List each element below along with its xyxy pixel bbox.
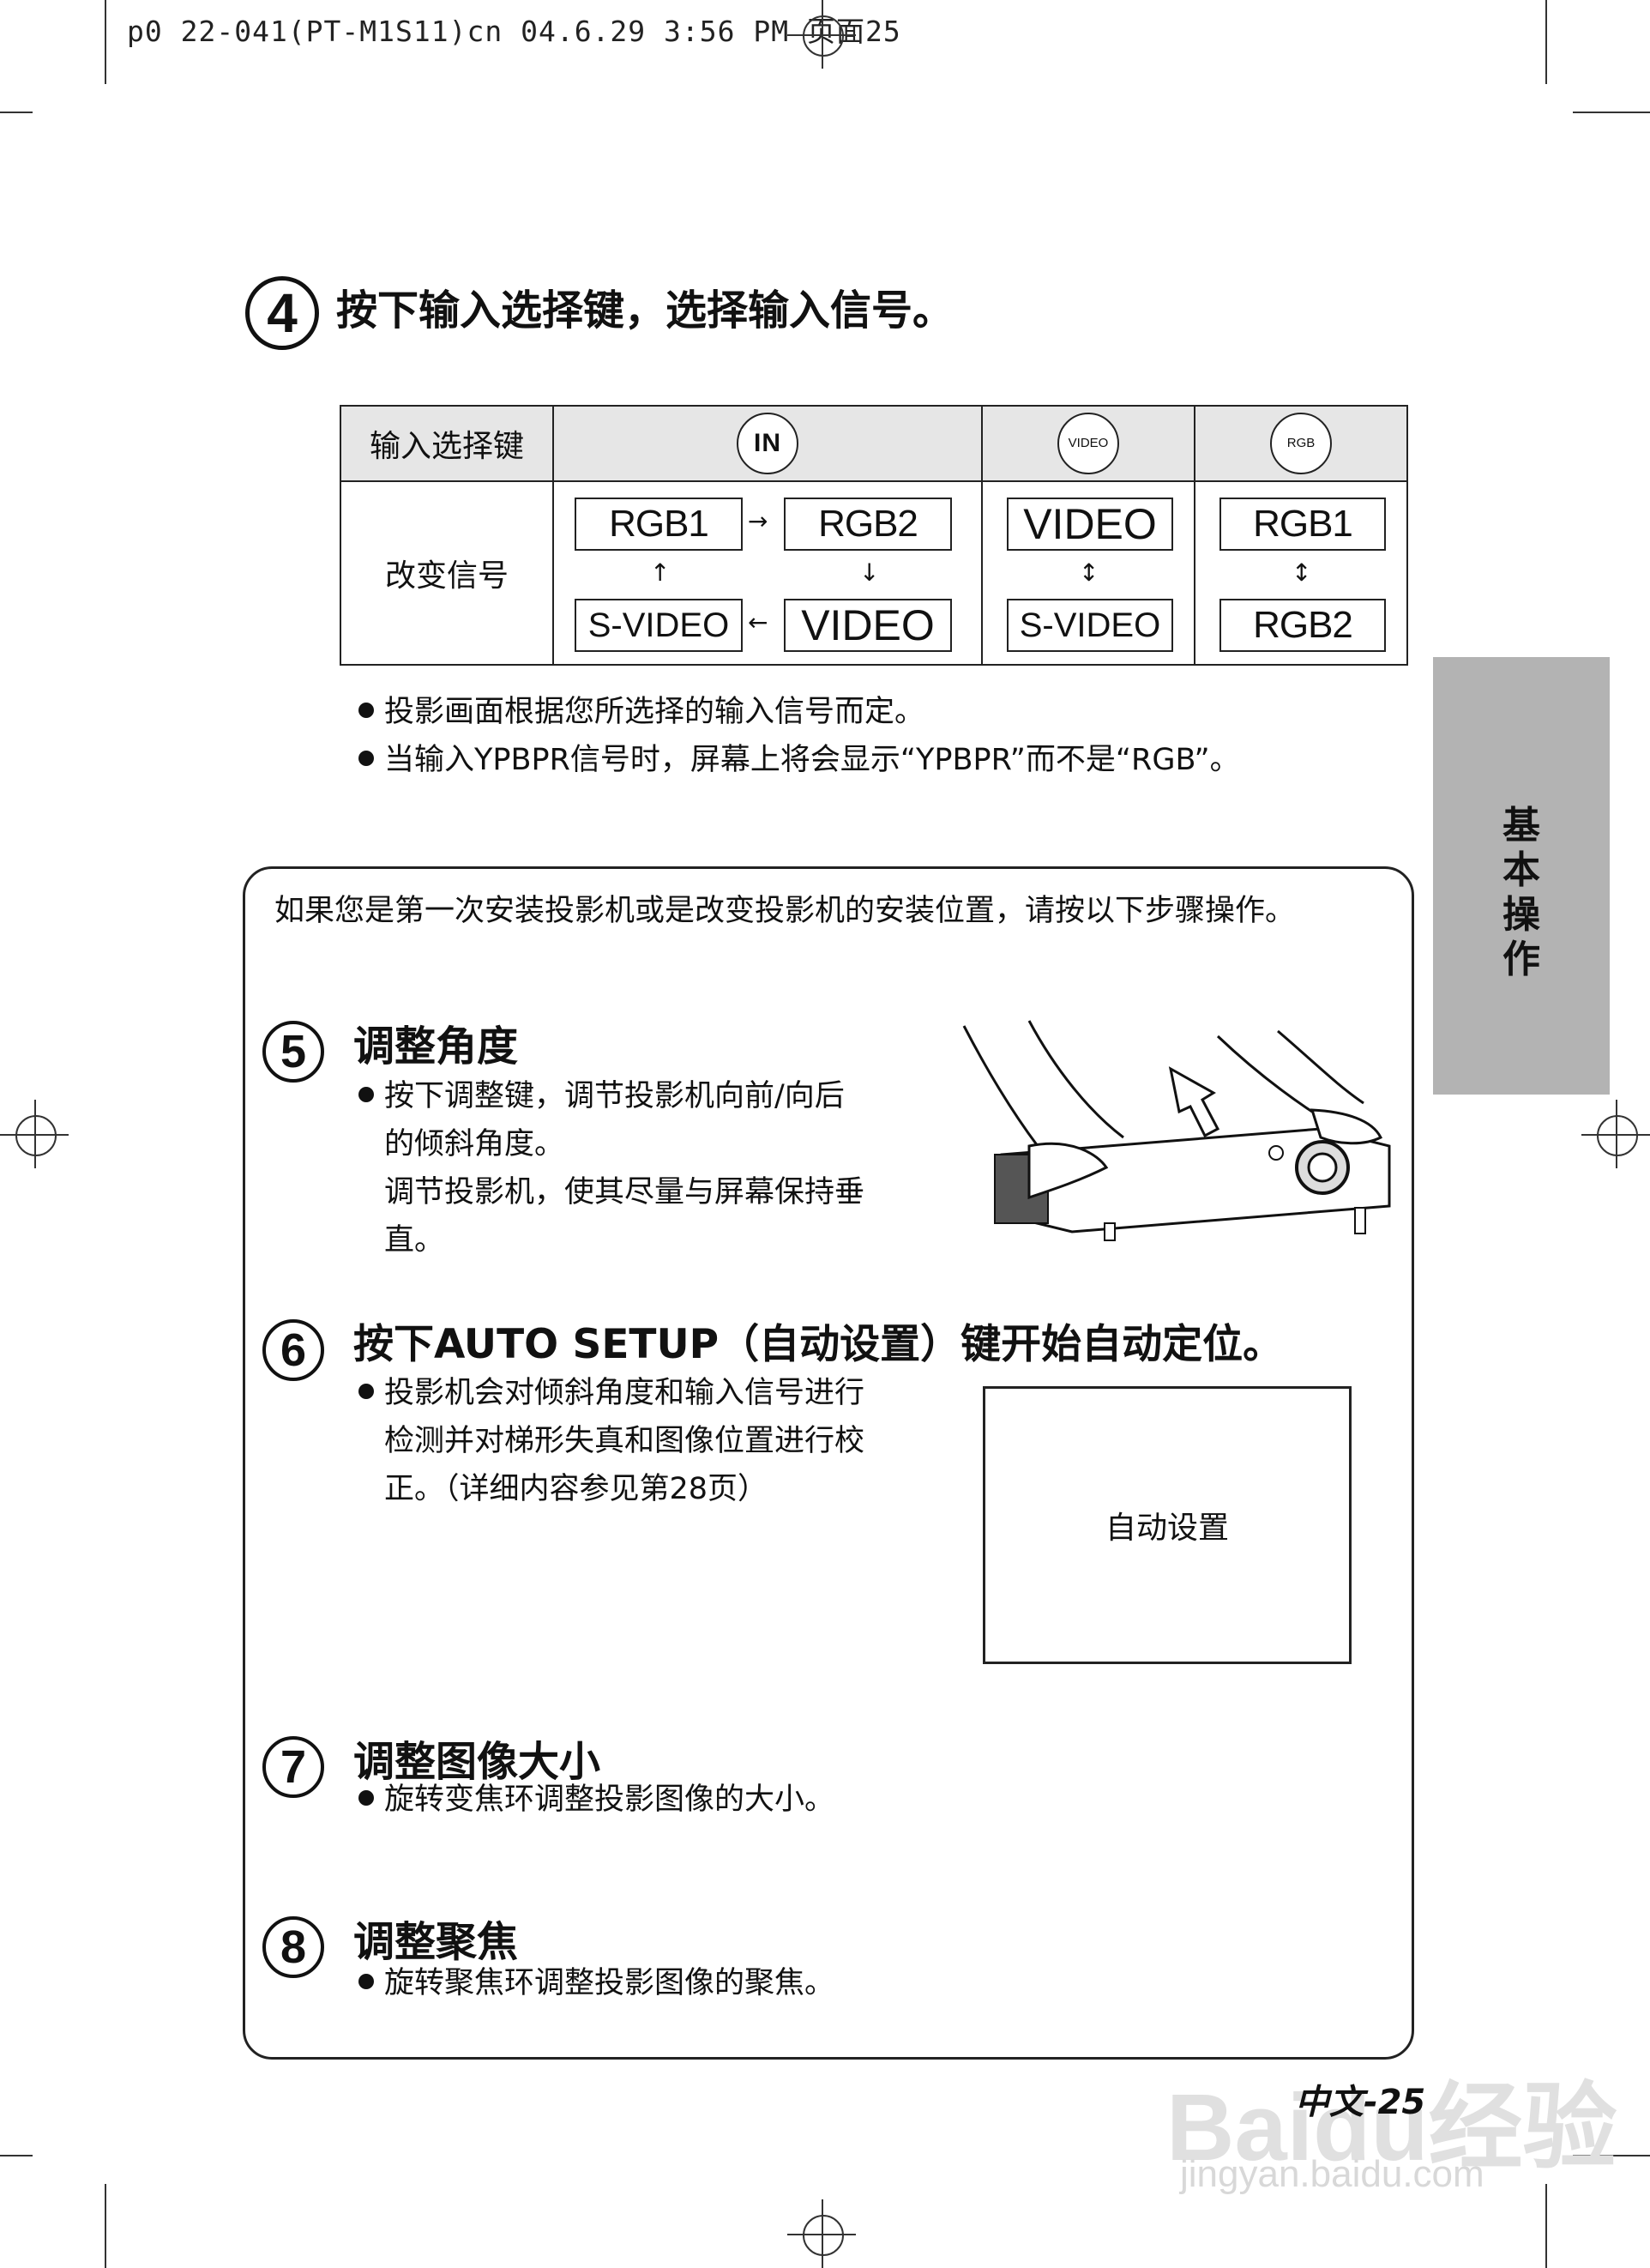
baidu-watermark-url: jingyan.baidu.com [1180,2153,1484,2195]
file-info-header: p0 22-041(PT-M1S11)cn 04.6.29 3:56 PM 页面… [127,15,901,48]
rgb-cycle-cell: RGB1 ↕ RGB2 [1194,480,1408,666]
video-button-icon: VIDEO [1057,413,1119,474]
bullet-icon [358,1384,374,1399]
rgb-button-icon: RGB [1270,413,1332,474]
step-number-8: 8 [262,1916,324,1978]
arrow-up-icon: ↑ [650,558,671,587]
step6-title: 按下AUTO SETUP（自动设置）键开始自动定位。 [353,1321,1284,1368]
step-number-7: 7 [262,1736,324,1798]
video-button-cell: VIDEO [981,405,1195,482]
arrow-left-icon: ← [748,608,768,636]
crop-mark [1573,2155,1650,2156]
signal-box: RGB2 [1219,599,1386,652]
in-cycle-cell: RGB1 → RGB2 ↓ VIDEO ← S-VIDEO ↑ [552,480,983,666]
setup-steps-panel [243,866,1414,2060]
arrow-down-icon: ↓ [859,558,880,587]
signal-box: RGB2 [784,498,952,551]
crop-mark [105,2184,106,2268]
step-number-4: 4 [245,276,319,350]
row-label-input-key: 输入选择键 [340,405,554,482]
video-cycle-cell: VIDEO ↕ S-VIDEO [981,480,1195,666]
page-number: 中文-25 [1295,2083,1426,2122]
signal-box: S-VIDEO [575,599,743,652]
note-item: 当输入YPBPR信号时，屏幕上将会显示“YPBPR”而不是“RGB”。 [358,736,1240,784]
in-button-icon: IN [737,413,798,474]
arrow-updown-icon: ↕ [1079,558,1099,587]
step5-text: 按下调整键，调节投影机向前/向后 的倾斜角度。 调节投影机，使其尽量与屏幕保持垂… [358,1072,942,1264]
signal-box: RGB1 [575,498,743,551]
in-button-cell: IN [552,405,983,482]
crop-mark [0,2155,33,2156]
note-item: 投影画面根据您所选择的输入信号而定。 [358,688,924,736]
registration-mark-icon [1581,1100,1650,1168]
step4-title: 按下输入选择键，选择输入信号。 [336,287,954,335]
signal-box: VIDEO [1007,498,1173,551]
step-number-6: 6 [262,1319,324,1381]
baidu-watermark-logo: Baidu经验 [1166,2075,1617,2181]
bullet-icon [358,1974,374,1989]
rgb-button-cell: RGB [1194,405,1408,482]
step8-title: 调整聚焦 [353,1918,519,1966]
crop-mark [1545,0,1547,84]
bullet-icon [358,1087,374,1102]
auto-setup-screen: 自动设置 [983,1386,1352,1664]
registration-mark-icon [0,1100,69,1168]
arrow-right-icon: → [748,507,768,535]
projector-tilt-illustration [962,1020,1391,1241]
crop-mark [105,0,106,84]
step7-title: 调整图像大小 [353,1738,601,1786]
crop-mark [0,112,33,113]
bullet-icon [358,703,374,718]
bullet-icon [358,751,374,766]
crop-mark [1573,112,1650,113]
arrow-updown-icon: ↕ [1292,558,1312,587]
signal-box: RGB1 [1219,498,1386,551]
signal-box: S-VIDEO [1007,599,1173,652]
step8-text: 旋转聚焦环调整投影图像的聚焦。 [358,1959,834,2007]
crop-mark [1545,2184,1547,2268]
registration-mark-icon [787,2199,856,2268]
panel-intro: 如果您是第一次安装投影机或是改变投影机的安装位置，请按以下步骤操作。 [274,894,1296,928]
step5-title: 调整角度 [353,1022,519,1071]
step-number-5: 5 [262,1021,324,1083]
registration-mark-icon [787,0,856,69]
step7-text: 旋转变焦环调整投影图像的大小。 [358,1776,834,1824]
input-select-table: 输入选择键 IN VIDEO RGB 改变信号 RGB1 → RGB2 ↓ VI… [340,405,1408,666]
signal-box: VIDEO [784,599,952,652]
section-side-tab: 基 本 操 作 [1433,657,1610,1095]
row-label-change-signal: 改变信号 [340,480,554,666]
bullet-icon [358,1790,374,1806]
step6-text: 投影机会对倾斜角度和输入信号进行 检测并对梯形失真和图像位置进行校 正。（详细内… [358,1369,959,1513]
